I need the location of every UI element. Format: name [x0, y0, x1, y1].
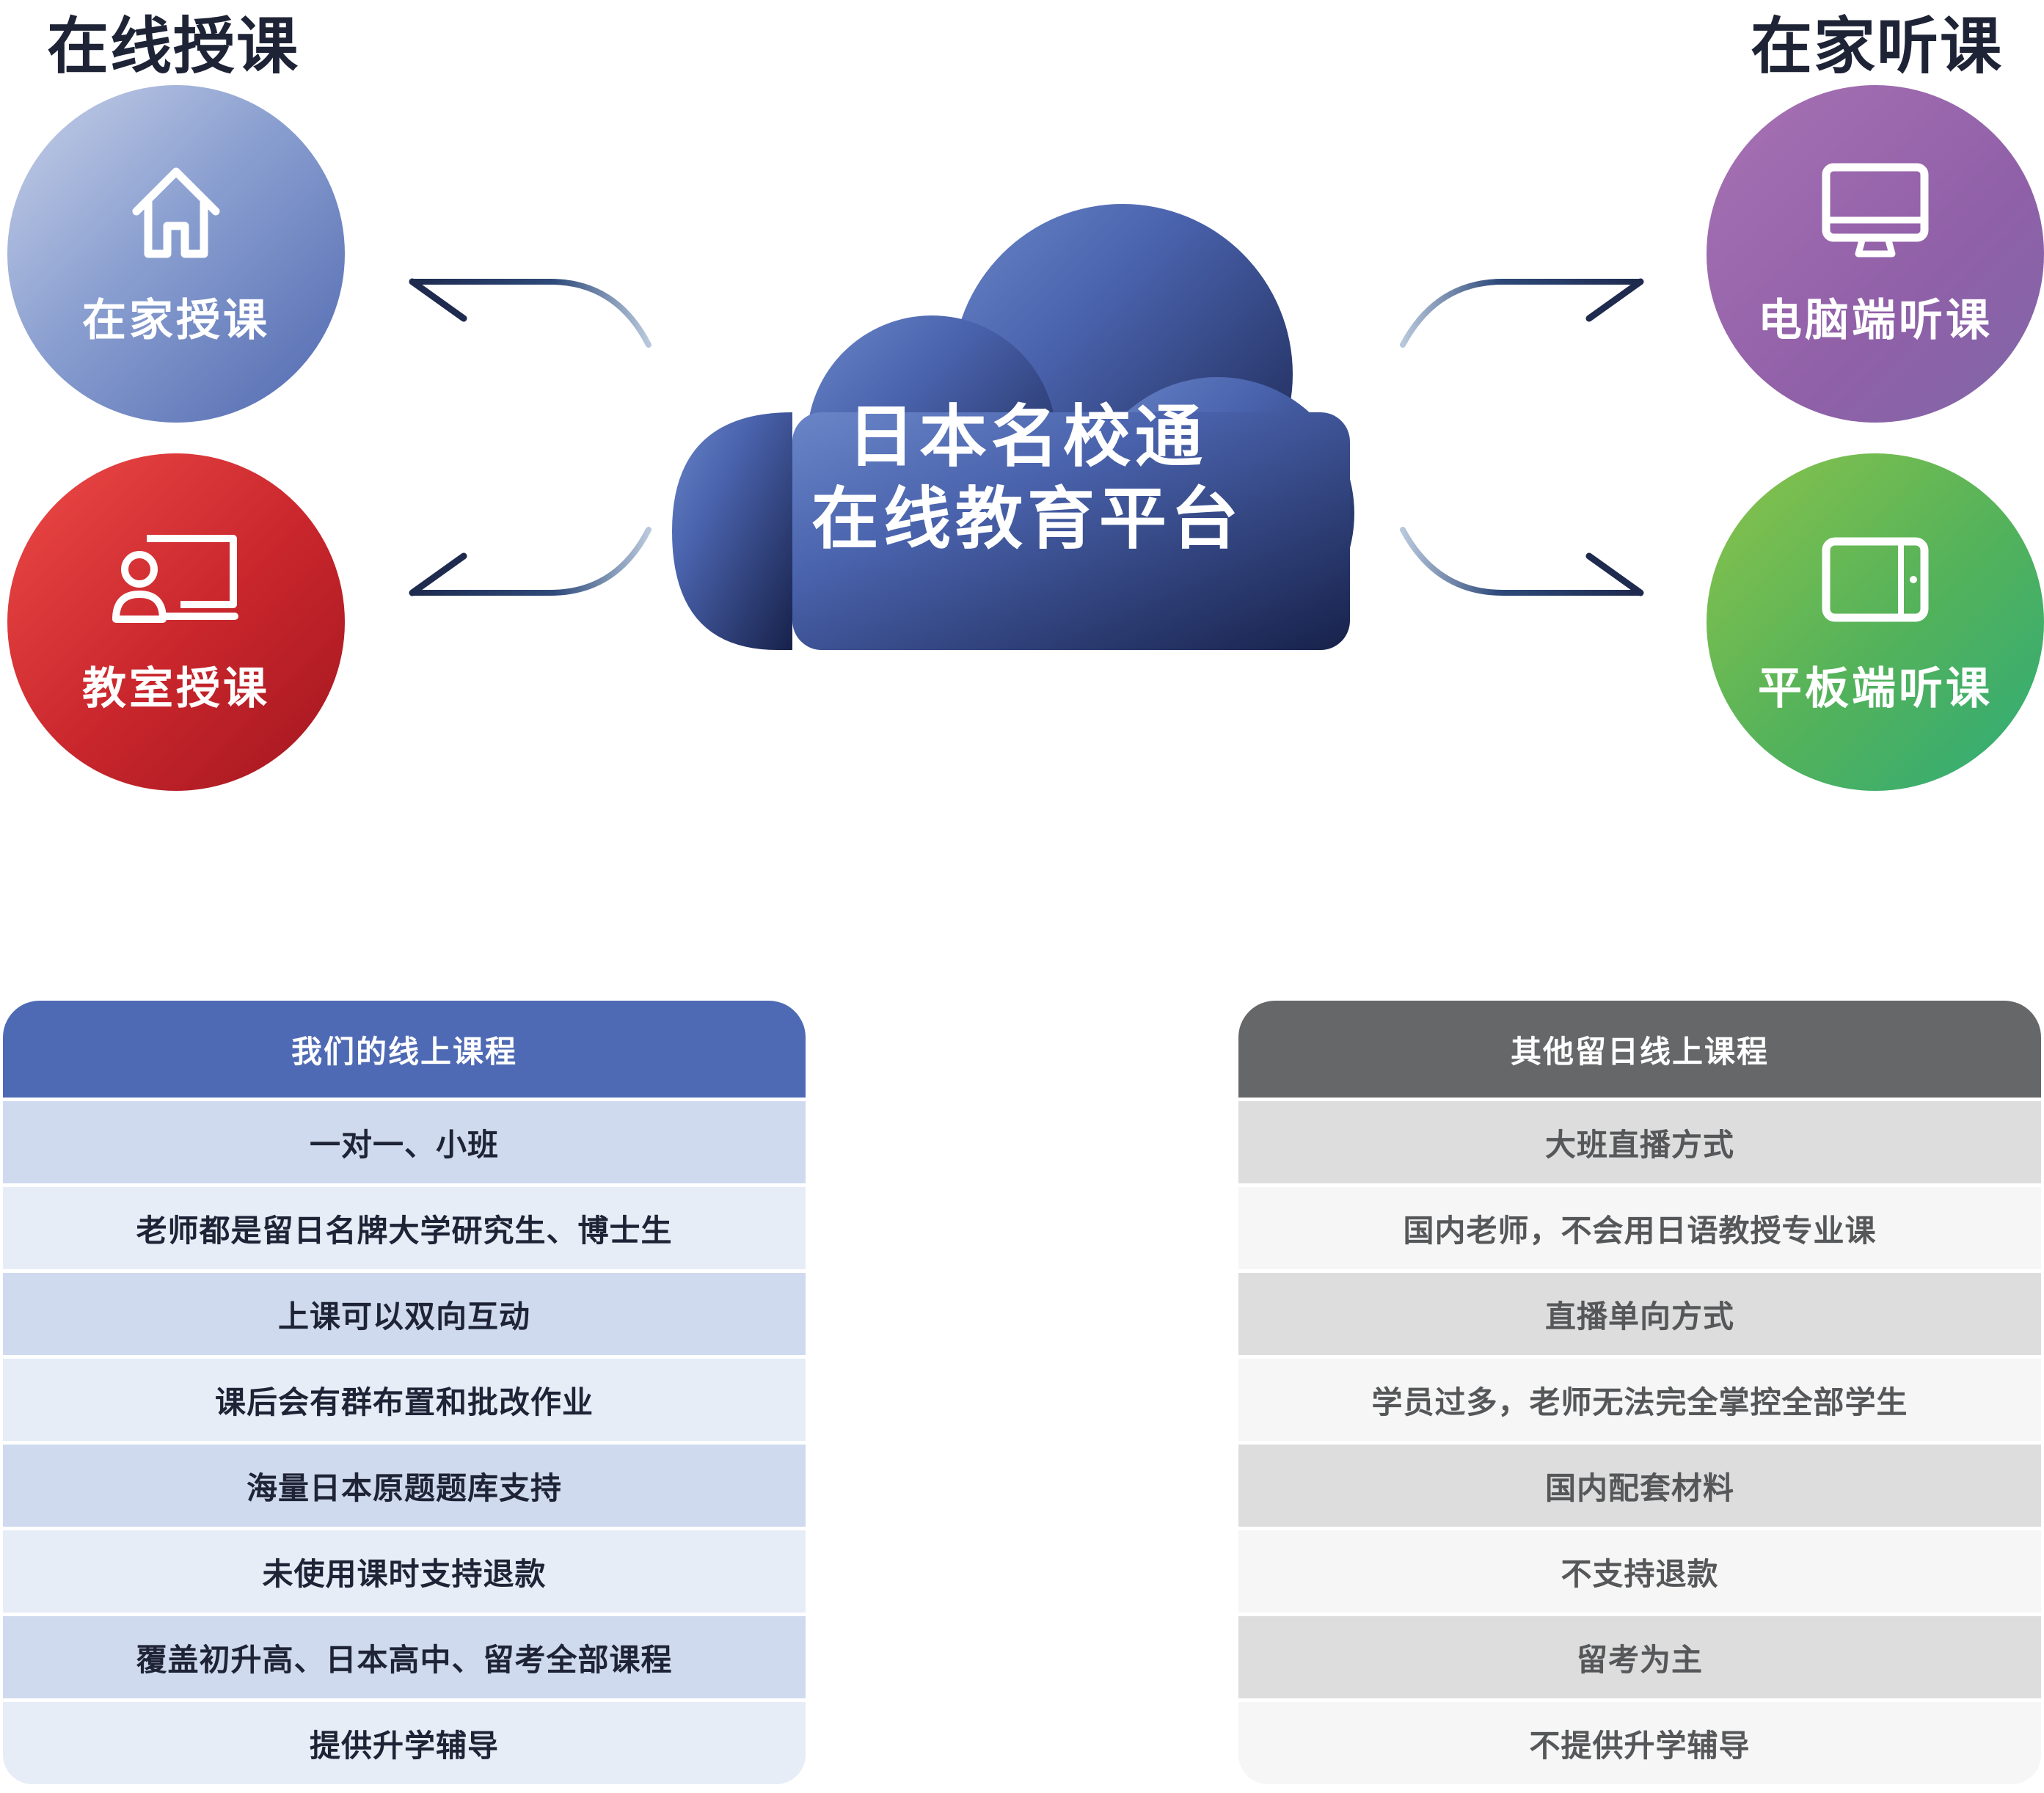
arrow-to-pc-listening: [1400, 279, 1643, 348]
table-row: 海量日本原题题库支持: [3, 1445, 806, 1527]
table-row: 直播单向方式: [1238, 1273, 2041, 1355]
table-row: 未使用课时支持退款: [3, 1530, 806, 1613]
platform-name-line2: 在线教育平台: [811, 480, 1243, 558]
node-tablet-listening: 平板端听课: [1707, 453, 2044, 791]
table-row: 课后会有群布置和批改作业: [3, 1359, 806, 1441]
table-our-courses: 我们的线上课程 一对一、小班 老师都是留日名牌大学研究生、博士生 上课可以双向互…: [3, 1001, 806, 1784]
platform-cloud: [672, 204, 1354, 650]
node-home-teaching-label: 在家授课: [82, 294, 270, 346]
arrow-to-classroom-teaching: [409, 527, 651, 596]
platform-name-line1: 日本名校通: [847, 398, 1207, 476]
table-our-courses-header: 我们的线上课程: [3, 1001, 806, 1098]
table-row: 大班直播方式: [1238, 1101, 2041, 1183]
table-row: 学员过多，老师无法完全掌控全部学生: [1238, 1359, 2041, 1441]
node-pc-listening: 电脑端听课: [1707, 85, 2044, 423]
monitor-icon: [1822, 163, 1929, 257]
node-classroom-teaching: 教室授课: [7, 453, 345, 791]
header-home-listening: 在家听课: [1750, 10, 2003, 82]
node-tablet-listening-label: 平板端听课: [1758, 662, 1993, 715]
table-row: 一对一、小班: [3, 1101, 806, 1183]
arrow-to-home-teaching: [409, 279, 651, 348]
table-row: 提供升学辅导: [3, 1702, 806, 1784]
node-home-teaching: 在家授课: [7, 85, 345, 423]
house-icon: [132, 167, 220, 258]
table-row: 覆盖初升高、日本高中、留考全部课程: [3, 1616, 806, 1698]
table-row: 不提供升学辅导: [1238, 1702, 2041, 1784]
table-other-courses-header: 其他留日线上课程: [1238, 1001, 2041, 1098]
table-row: 不支持退款: [1238, 1530, 2041, 1613]
flow-diagram: [409, 204, 1644, 650]
teacher-board-icon: [112, 534, 238, 623]
node-classroom-teaching-label: 教室授课: [82, 662, 270, 715]
tablet-icon: [1822, 537, 1929, 621]
table-row: 上课可以双向互动: [3, 1273, 806, 1355]
table-row: 老师都是留日名牌大学研究生、博士生: [3, 1187, 806, 1269]
arrow-to-tablet-listening: [1400, 527, 1643, 596]
header-online-teaching: 在线授课: [47, 10, 300, 82]
table-row: 留考为主: [1238, 1616, 2041, 1698]
table-row: 国内老师，不会用日语教授专业课: [1238, 1187, 2041, 1269]
table-other-courses: 其他留日线上课程 大班直播方式 国内老师，不会用日语教授专业课 直播单向方式 学…: [1238, 1001, 2041, 1784]
table-row: 国内配套材料: [1238, 1445, 2041, 1527]
node-pc-listening-label: 电脑端听课: [1758, 294, 1993, 346]
